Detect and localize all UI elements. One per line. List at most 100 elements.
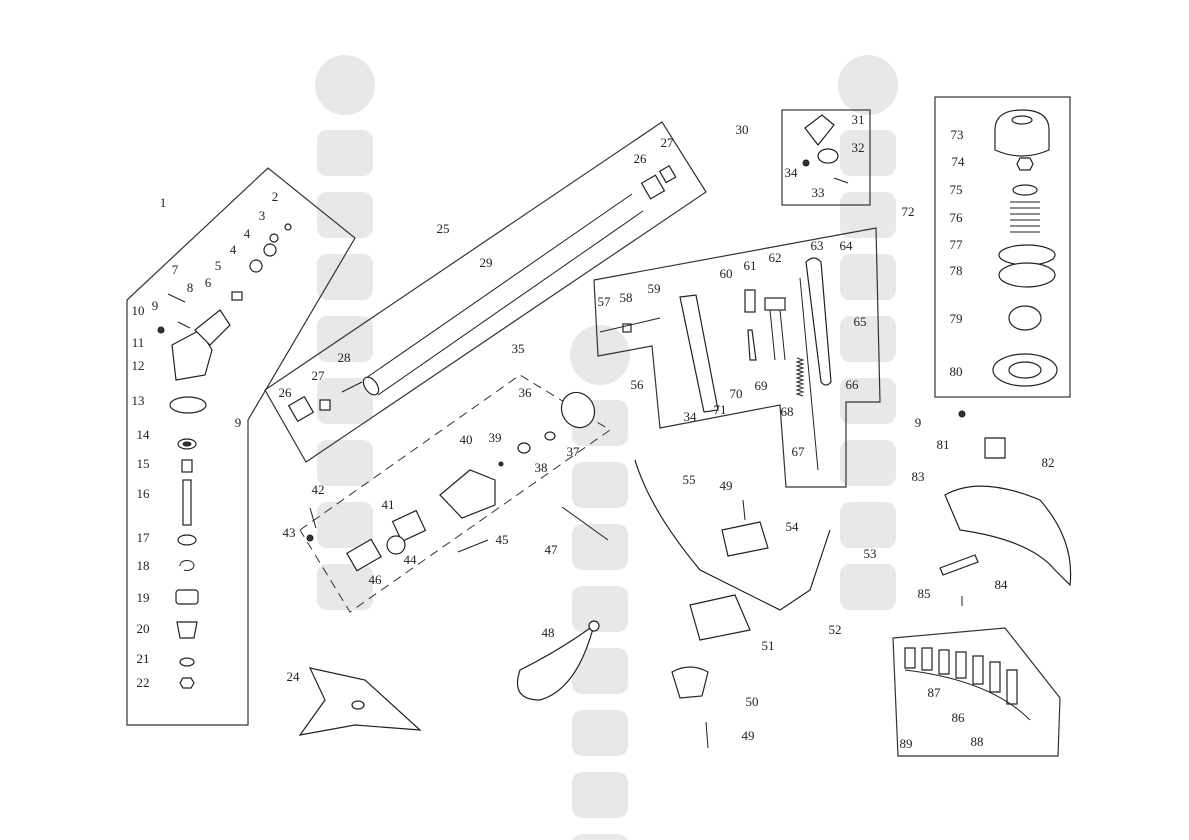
part-number-label: 58 xyxy=(620,290,633,305)
part-number-label: 36 xyxy=(519,385,533,400)
part-number-label: 69 xyxy=(755,378,768,393)
part-number-label: 66 xyxy=(846,377,860,392)
part-number-label: 9 xyxy=(152,298,159,313)
part-number-label: 14 xyxy=(137,427,151,442)
part-number-label: 78 xyxy=(950,263,963,278)
part-number-label: 49 xyxy=(742,728,755,743)
part-number-label: 76 xyxy=(950,210,964,225)
part-number-label: 12 xyxy=(132,358,145,373)
part-number-label: 45 xyxy=(496,532,509,547)
part-number-label: 13 xyxy=(132,393,145,408)
watermark-glyph xyxy=(572,462,628,508)
part-number-label: 60 xyxy=(720,266,733,281)
part-number-label: 5 xyxy=(215,258,222,273)
watermark-glyph xyxy=(840,378,896,424)
part-number-label: 56 xyxy=(631,377,645,392)
part-number-label: 86 xyxy=(952,710,966,725)
part-number-label: 27 xyxy=(661,135,675,150)
watermark xyxy=(315,55,898,840)
part-number-label: 22 xyxy=(137,675,150,690)
watermark-glyph xyxy=(317,130,373,176)
part-number-label: 7 xyxy=(172,262,179,277)
part-number-label: 3 xyxy=(259,208,266,223)
part-number-label: 88 xyxy=(971,734,984,749)
trimmer-head-box xyxy=(934,96,1071,398)
part-number-label: 2 xyxy=(272,189,279,204)
watermark-glyph xyxy=(317,254,373,300)
clamp-parts xyxy=(802,114,849,184)
part-number-label: 28 xyxy=(338,350,351,365)
part-number-label: 46 xyxy=(369,572,383,587)
clutch-parts xyxy=(306,391,609,572)
part-number-label: 21 xyxy=(137,651,150,666)
part-number-label: 85 xyxy=(918,586,931,601)
watermark-glyph xyxy=(840,502,896,548)
part-number-label: 15 xyxy=(137,456,150,471)
shaft-tube-box xyxy=(264,121,707,463)
part-number-label: 32 xyxy=(852,140,865,155)
watermark-glyph xyxy=(840,130,896,176)
handle-assembly-box xyxy=(593,227,881,488)
part-number-label: 87 xyxy=(928,685,942,700)
watermark-glyph xyxy=(840,192,896,238)
part-number-label: 53 xyxy=(864,546,877,561)
part-number-label: 19 xyxy=(137,590,150,605)
clamp-box xyxy=(781,109,871,206)
part-number-label: 40 xyxy=(460,432,473,447)
part-number-label: 11 xyxy=(132,335,145,350)
part-number-label: 80 xyxy=(950,364,963,379)
watermark-logo xyxy=(570,325,630,385)
part-number-label: 26 xyxy=(634,151,648,166)
part-number-label: 20 xyxy=(137,621,150,636)
part-number-label: 47 xyxy=(545,542,559,557)
part-number-label: 77 xyxy=(950,237,964,252)
part-number-label: 82 xyxy=(1042,455,1055,470)
watermark-logo xyxy=(315,55,375,115)
watermark-glyph xyxy=(317,192,373,238)
part-number-label: 10 xyxy=(132,303,145,318)
part-number-label: 50 xyxy=(746,694,759,709)
part-number-label: 4 xyxy=(244,226,251,241)
part-number-label: 25 xyxy=(437,221,450,236)
part-number-label: 42 xyxy=(312,482,325,497)
part-number-label: 26 xyxy=(279,385,293,400)
part-number-label: 16 xyxy=(137,486,151,501)
part-number-label: 59 xyxy=(648,281,661,296)
part-number-label: 44 xyxy=(404,552,418,567)
part-number-label: 52 xyxy=(829,622,842,637)
part-number-label: 84 xyxy=(995,577,1009,592)
watermark-glyph xyxy=(317,440,373,486)
part-number-label: 6 xyxy=(205,275,212,290)
watermark-glyph xyxy=(840,440,896,486)
clutch-assembly-dashed xyxy=(299,374,611,613)
gearhead-assembly-box xyxy=(126,167,356,726)
part-number-label: 34 xyxy=(785,165,799,180)
part-number-label: 43 xyxy=(283,525,296,540)
part-number-label: 51 xyxy=(762,638,775,653)
watermark-logo xyxy=(838,55,898,115)
part-number-label: 38 xyxy=(535,460,548,475)
watermark-glyph xyxy=(840,564,896,610)
part-number-label: 8 xyxy=(187,280,194,295)
part-number-label: 68 xyxy=(781,404,794,419)
handlebar xyxy=(634,459,831,749)
part-number-label: 33 xyxy=(812,185,825,200)
part-number-label: 41 xyxy=(382,497,395,512)
watermark-glyph xyxy=(572,586,628,632)
part-number-label: 49 xyxy=(720,478,733,493)
part-number-label: 27 xyxy=(312,368,326,383)
part-number-label: 24 xyxy=(287,669,301,684)
part-number-label: 62 xyxy=(769,250,782,265)
part-number-label: 57 xyxy=(598,294,612,309)
part-number-label: 4 xyxy=(230,242,237,257)
watermark-glyph xyxy=(572,648,628,694)
part-number-label: 30 xyxy=(736,122,749,137)
part-number-label: 1 xyxy=(160,195,167,210)
part-number-label: 83 xyxy=(912,469,925,484)
part-number-label: 63 xyxy=(811,238,824,253)
part-number-label: 73 xyxy=(951,127,964,142)
watermark-glyph xyxy=(317,502,373,548)
part-number-label: 48 xyxy=(542,625,555,640)
guard-blade-box xyxy=(892,627,1061,757)
